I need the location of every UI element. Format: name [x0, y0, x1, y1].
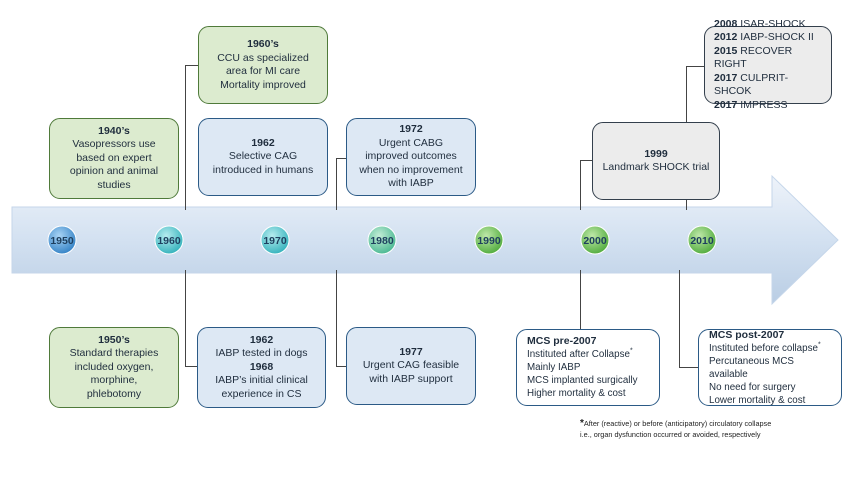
mcs-post-2007: MCS post-2007 Instituted before collapse…	[698, 329, 842, 406]
connector-1960s-box	[185, 65, 198, 66]
event-1950s-line: morphine,	[90, 374, 138, 387]
mcs-pre-2007: MCS pre-2007 Instituted after Collapse* …	[516, 329, 660, 406]
year-label-1990: 1990	[477, 235, 501, 247]
footnote: *After (reactive) or before (anticipator…	[580, 418, 845, 440]
event-1962-heading: 1962	[251, 136, 275, 149]
connector-1960-top	[185, 65, 186, 210]
connector-1962b-box	[185, 366, 197, 367]
year-label-1980: 1980	[370, 235, 394, 247]
connector-trials-box	[686, 66, 704, 67]
connector-1960-bottom	[185, 270, 186, 366]
event-1999-line: Landmark SHOCK trial	[602, 161, 710, 173]
event-1977-line: with IABP support	[369, 372, 453, 385]
year-label-2000: 2000	[583, 235, 607, 247]
event-1999-heading: 1999	[644, 147, 668, 160]
event-1972-heading: 1972	[399, 123, 423, 136]
event-1962-1968-iabp: 1962 IABP tested in dogs 1968 IABP’s ini…	[197, 327, 326, 408]
event-1999: 1999 Landmark SHOCK trial	[592, 122, 720, 200]
connector-2000-bottom	[580, 270, 581, 367]
year-label-1950: 1950	[50, 235, 74, 247]
event-1950s-line: Standard therapies	[69, 347, 159, 360]
event-1977-heading: 1977	[399, 345, 423, 358]
year-marker-2000	[580, 225, 610, 255]
event-1940s-line: opinion and animal	[69, 165, 159, 178]
year-label-2010: 2010	[690, 235, 714, 247]
event-1962-cag: 1962 Selective CAG introduced in humans	[198, 118, 328, 196]
event-1972: 1972 Urgent CABG improved outcomes when …	[346, 118, 476, 196]
event-1940s-line: Vasopressors use	[72, 138, 156, 151]
connector-2000-top	[580, 160, 581, 210]
timeline-arrow	[11, 174, 839, 306]
mcs-pre-line: Instituted after Collapse*	[527, 347, 633, 360]
trial-entry: 2017 CULPRIT-SHCOK	[714, 71, 789, 98]
mcs-post-line: Instituted before collapse*	[709, 341, 821, 354]
connector-1972-box	[336, 158, 346, 159]
footnote-line-2: i.e., organ dysfunction occurred or avoi…	[580, 430, 761, 439]
trials-box: 2008 ISAR-SHOCK 2012 IABP-SHOCK II 2015 …	[704, 18, 832, 111]
connector-2010-bottom	[679, 270, 680, 367]
event-1940s: 1940’s Vasopressors use based on expert …	[49, 118, 179, 199]
event-1960s-line: area for MI care	[225, 65, 301, 77]
year-marker-1950	[47, 225, 77, 255]
mcs-post-heading: MCS post-2007	[709, 328, 785, 341]
connector-1977-box	[336, 366, 346, 367]
mcs-pre-line: MCS implanted surgically	[527, 375, 638, 386]
trial-entry: 2012 IABP-SHOCK II	[714, 31, 814, 44]
mcs-post-line: Lower mortality & cost	[709, 394, 806, 406]
event-1940s-line: studies	[97, 178, 131, 191]
mcs-pre-heading: MCS pre-2007	[527, 335, 597, 347]
event-1940s-heading: 1940’s	[98, 124, 130, 137]
event-1960s-line: CCU as specialized	[217, 51, 309, 64]
mcs-pre-line: Mainly IABP	[527, 362, 581, 373]
year-marker-2010	[687, 225, 717, 255]
connector-1999-box	[580, 160, 592, 161]
event-1950s-line: phlebotomy	[86, 387, 142, 400]
year-label-1960: 1960	[157, 235, 181, 247]
event-1940s-line: based on expert	[76, 151, 152, 164]
year-marker-1960	[154, 225, 184, 255]
mcs-post-line: No need for surgery	[709, 381, 796, 393]
event-1950s-heading: 1950’s	[98, 333, 130, 346]
event-1972-line: with IABP	[388, 177, 434, 190]
event-1972-line: improved outcomes	[365, 150, 457, 163]
trial-entry: 2017 IMPRESS	[714, 98, 788, 111]
trial-entry: 2008 ISAR-SHOCK	[714, 17, 806, 30]
year-marker-1990	[474, 225, 504, 255]
event-1962b-line: IABP tested in dogs	[215, 347, 308, 360]
event-1960s-heading: 1960’s	[247, 38, 279, 50]
year-marker-1970	[260, 225, 290, 255]
event-1950s: 1950’s Standard therapies included oxyge…	[49, 327, 179, 408]
connector-mcs-post-box	[679, 367, 698, 368]
event-1962-line: introduced in humans	[212, 163, 314, 176]
mcs-pre-line: Higher mortality & cost	[527, 388, 626, 399]
event-1968-line: experience in CS	[221, 387, 302, 400]
event-1968-line: IABP’s initial clinical	[215, 374, 308, 387]
footnote-line-1: *After (reactive) or before (anticipator…	[580, 418, 772, 429]
event-1960s: 1960’s CCU as specialized area for MI ca…	[198, 26, 328, 104]
event-1962b-heading: 1962	[249, 333, 274, 346]
event-1972-line: Urgent CABG	[378, 136, 444, 149]
year-marker-1980	[367, 225, 397, 255]
year-label-1970: 1970	[263, 235, 287, 247]
event-1960s-line: Mortality improved	[220, 78, 306, 91]
connector-1980-bottom	[336, 270, 337, 366]
event-1977: 1977 Urgent CAG feasible with IABP suppo…	[346, 327, 476, 405]
trial-entry: 2015 RECOVER RIGHT	[714, 44, 793, 71]
event-1977-line: Urgent CAG feasible	[362, 359, 460, 372]
connector-1980-top	[336, 158, 337, 210]
event-1968-heading: 1968	[249, 360, 274, 373]
event-1950s-line: included oxygen,	[74, 360, 154, 373]
event-1972-line: when no improvement	[359, 163, 463, 176]
event-1962-line: Selective CAG	[228, 150, 298, 163]
mcs-post-line: Percutaneous MCS available	[709, 355, 794, 380]
